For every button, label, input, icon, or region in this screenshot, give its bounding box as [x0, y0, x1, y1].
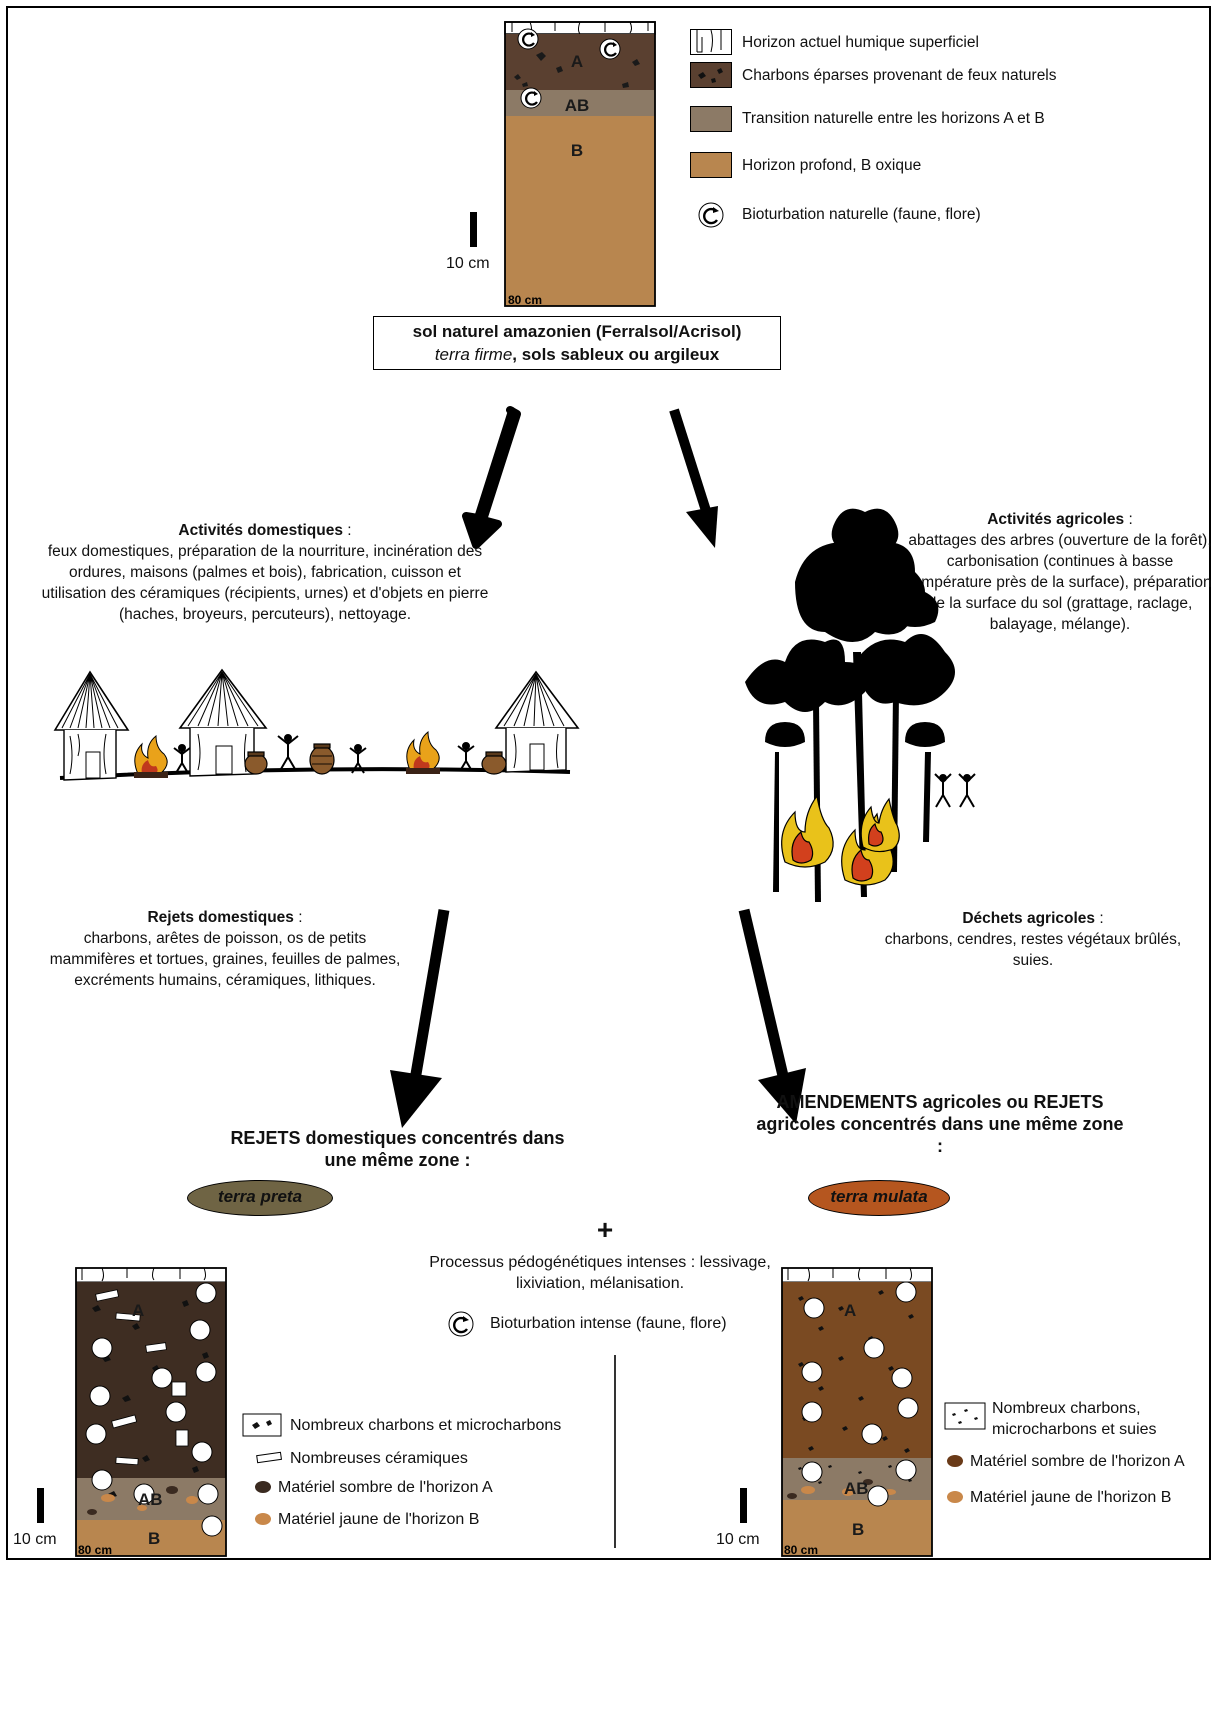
right-heading: AMENDEMENTS agricoles ou REJETS agricole…: [756, 1092, 1124, 1156]
natural-soil-caption: sol naturel amazonien (Ferralsol/Acrisol…: [373, 316, 781, 370]
legend-label-oxic: Horizon profond, B oxique: [742, 157, 922, 174]
hut-icon: [494, 670, 580, 773]
terra-preta-profile: A AB B 80 cm: [75, 1267, 227, 1557]
tm-depth-label: 80 cm: [784, 1543, 818, 1557]
legend-swatch-transition: [690, 106, 732, 132]
left-legend-yellow: Matériel jaune de l'horizon B: [278, 1511, 480, 1528]
agricultural-waste-text: Déchets agricoles : charbons, cendres, r…: [884, 910, 1182, 969]
arrow-bottom-left: [390, 909, 450, 1128]
tm-horizon-b-label: B: [852, 1520, 864, 1539]
dark-material-icon: [255, 1481, 271, 1493]
pedogenetic-processes-text: Processus pédogénétiques intenses : less…: [429, 1254, 771, 1292]
bioturbation-icon: [599, 38, 621, 60]
soot-charcoal-legend-icon: [944, 1402, 986, 1430]
legend-label-transition: Transition naturelle entre les horizons …: [742, 110, 1045, 127]
tp-depth-label: 80 cm: [78, 1543, 112, 1557]
right-legend-charcoal: Nombreux charbons, microcharbons et suie…: [992, 1400, 1157, 1438]
top-scale-bar: [470, 212, 477, 247]
dark-material-icon: [947, 1455, 963, 1467]
top-soil-profile: A AB B 80 cm: [504, 21, 656, 307]
left-scale-label: 10 cm: [13, 1531, 57, 1548]
bioturbation-icon: [520, 87, 542, 109]
bioturbation-icon: [517, 28, 539, 50]
right-scale-label: 10 cm: [716, 1531, 760, 1548]
people-icons: [173, 734, 475, 774]
tp-horizon-b-label: B: [148, 1529, 160, 1548]
terra-mulata-profile: A AB B 80 cm: [781, 1267, 933, 1557]
bioturbation-intense-label: Bioturbation intense (faune, flore): [490, 1315, 727, 1332]
top-horizon-b-label: B: [571, 141, 583, 160]
left-legend-dark: Matériel sombre de l'horizon A: [278, 1479, 493, 1496]
caption-line1: sol naturel amazonien (Ferralsol/Acrisol…: [412, 322, 742, 341]
fire-icon: [781, 794, 900, 886]
ceramics-legend-icon: [256, 1451, 283, 1464]
top-depth-label: 80 cm: [508, 293, 542, 307]
pottery-icons: [244, 743, 507, 775]
tm-horizon-ab-label: AB: [844, 1479, 869, 1498]
left-legend-ceramics: Nombreuses céramiques: [290, 1450, 468, 1467]
yellow-material-icon: [255, 1513, 271, 1525]
burning-forest-illustration: [745, 508, 976, 902]
domestic-activities-text: Activités domestiques : feux domestiques…: [41, 522, 489, 623]
tp-horizon-ab-label: AB: [138, 1490, 163, 1509]
legend-swatch-charcoal: [690, 62, 732, 88]
right-legend-dark: Matériel sombre de l'horizon A: [970, 1453, 1185, 1470]
hut-icon: [53, 670, 130, 781]
top-horizon-a-label: A: [571, 52, 583, 71]
bioturbation-icon: [448, 1311, 474, 1337]
left-scale-bar: [37, 1488, 44, 1523]
legend-swatch-oxic: [690, 152, 732, 178]
fire-icon: [134, 734, 168, 778]
plus-sign: +: [596, 1214, 614, 1245]
fire-icon: [406, 730, 440, 774]
arrow-top-left: [462, 406, 521, 549]
caption-rest: , sols sableux ou argileux: [512, 345, 720, 364]
top-scale-label: 10 cm: [446, 255, 490, 272]
right-scale-bar: [740, 1488, 747, 1523]
bioturbation-icon: [698, 202, 724, 228]
caption-italic: terra firme: [434, 345, 513, 364]
hut-icon: [178, 668, 268, 777]
legend-label-charcoal: Charbons éparses provenant de feux natur…: [742, 67, 1057, 84]
legend-label-humic: Horizon actuel humique superficiel: [742, 34, 979, 51]
arrow-bottom-right: [738, 908, 806, 1124]
left-legend-charcoal: Nombreux charbons et microcharbons: [290, 1417, 562, 1434]
people-icons: [934, 773, 976, 808]
legend-swatch-humic: [690, 29, 732, 55]
domestic-rejects-text: Rejets domestiques : charbons, arêtes de…: [49, 909, 401, 989]
top-horizon-ab-label: AB: [565, 96, 590, 115]
left-heading: REJETS domestiques concentrés dans une m…: [230, 1128, 565, 1170]
arrow-top-right: [669, 408, 718, 548]
terra-mulata-oval: terra mulata: [808, 1180, 950, 1216]
legend-label-bioturbation: Bioturbation naturelle (faune, flore): [742, 206, 981, 223]
figure-frame: [6, 6, 1211, 1560]
agricultural-activities-text: Activités agricoles : abattages des arbr…: [908, 511, 1212, 633]
charcoal-legend-icon: [242, 1413, 282, 1437]
village-illustration: [53, 668, 580, 781]
right-legend-yellow: Matériel jaune de l'horizon B: [970, 1489, 1172, 1506]
tm-horizon-a-label: A: [844, 1301, 856, 1320]
arrows-layer: [390, 406, 806, 1548]
tp-horizon-a-label: A: [132, 1301, 144, 1320]
terra-preta-oval: terra preta: [187, 1180, 333, 1216]
yellow-material-icon: [947, 1491, 963, 1503]
